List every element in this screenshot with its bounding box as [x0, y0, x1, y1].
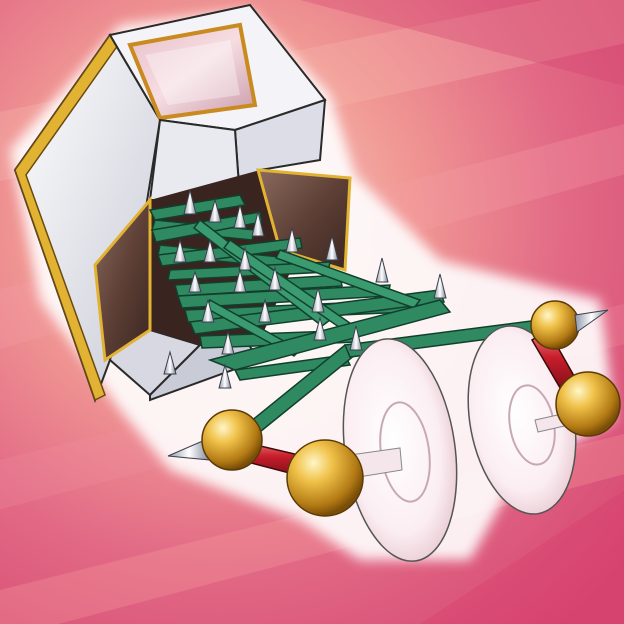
rear-bottom-ball	[555, 371, 621, 437]
left-door-panel	[93, 195, 152, 363]
scissor-arm	[148, 194, 559, 442]
front-arm	[207, 299, 452, 371]
spikes	[163, 189, 447, 389]
front-axle	[167, 409, 403, 517]
front-left-ball	[201, 409, 263, 471]
rear-spike	[574, 309, 609, 333]
rear-wheel	[467, 325, 577, 515]
front-right-ball	[286, 439, 364, 517]
rear-top-ball	[530, 300, 580, 350]
rear-axle	[530, 300, 621, 437]
housing-window	[127, 22, 258, 121]
